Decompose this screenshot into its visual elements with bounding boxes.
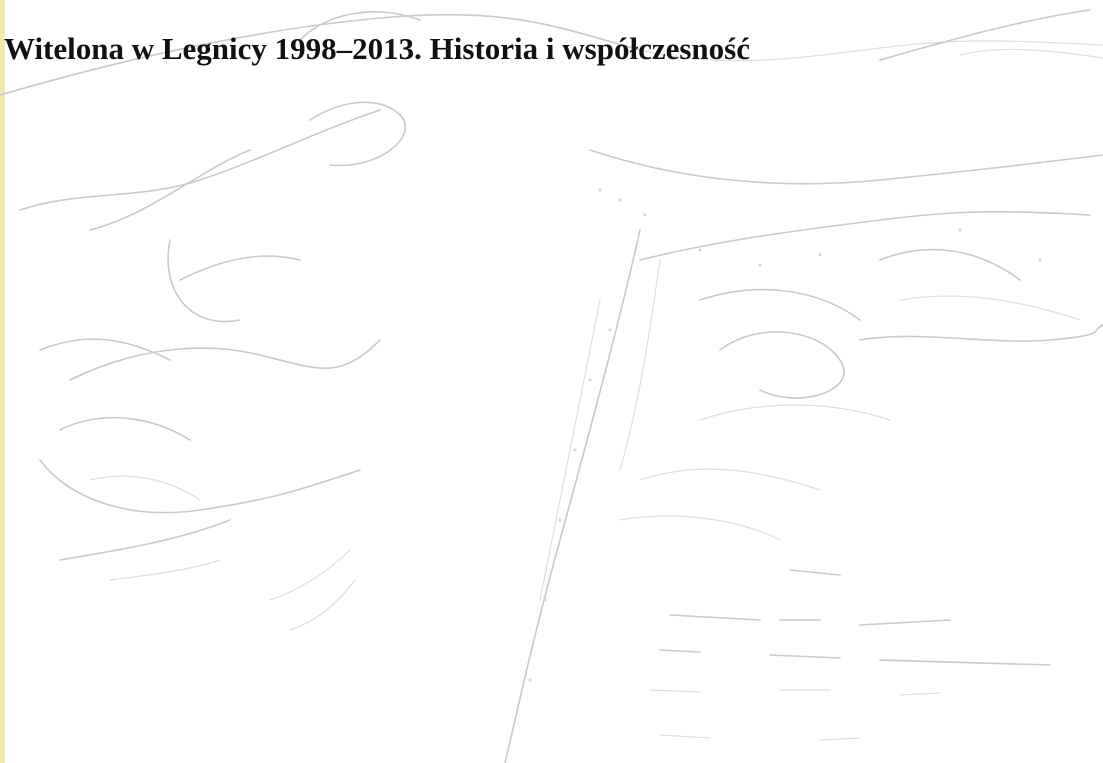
left-accent-strip: [0, 0, 5, 763]
document-title: Witelona w Legnicy 1998–2013. Historia i…: [4, 31, 750, 66]
